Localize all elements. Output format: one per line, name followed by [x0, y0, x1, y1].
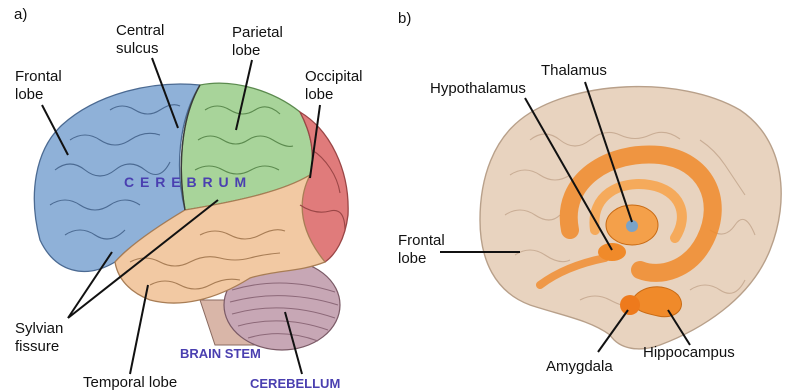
label-occipital-lobe: Occipital lobe	[305, 68, 363, 104]
label-frontal-lobe-b: Frontal lobe	[398, 232, 445, 268]
leader-temporal	[130, 285, 148, 374]
caption-cerebellum: CEREBELLUM	[250, 376, 340, 391]
amygdala-shape	[620, 295, 640, 315]
label-temporal-lobe: Temporal lobe	[83, 374, 177, 392]
label-amygdala: Amygdala	[546, 358, 613, 376]
label-frontal-lobe: Frontal lobe	[15, 68, 62, 104]
caption-brain-stem: BRAIN STEM	[180, 346, 261, 361]
panel-b-tag: b)	[398, 10, 411, 27]
panel-a-tag: a)	[14, 6, 27, 23]
label-hippocampus: Hippocampus	[643, 344, 735, 362]
label-sylvian-fissure: Sylvian fissure	[15, 320, 63, 356]
caption-cerebrum: C E R E B R U M	[124, 174, 247, 190]
label-hypothalamus: Hypothalamus	[430, 80, 526, 98]
label-thalamus: Thalamus	[541, 62, 607, 80]
label-parietal-lobe: Parietal lobe	[232, 24, 283, 60]
label-central-sulcus: Central sulcus	[116, 22, 164, 58]
